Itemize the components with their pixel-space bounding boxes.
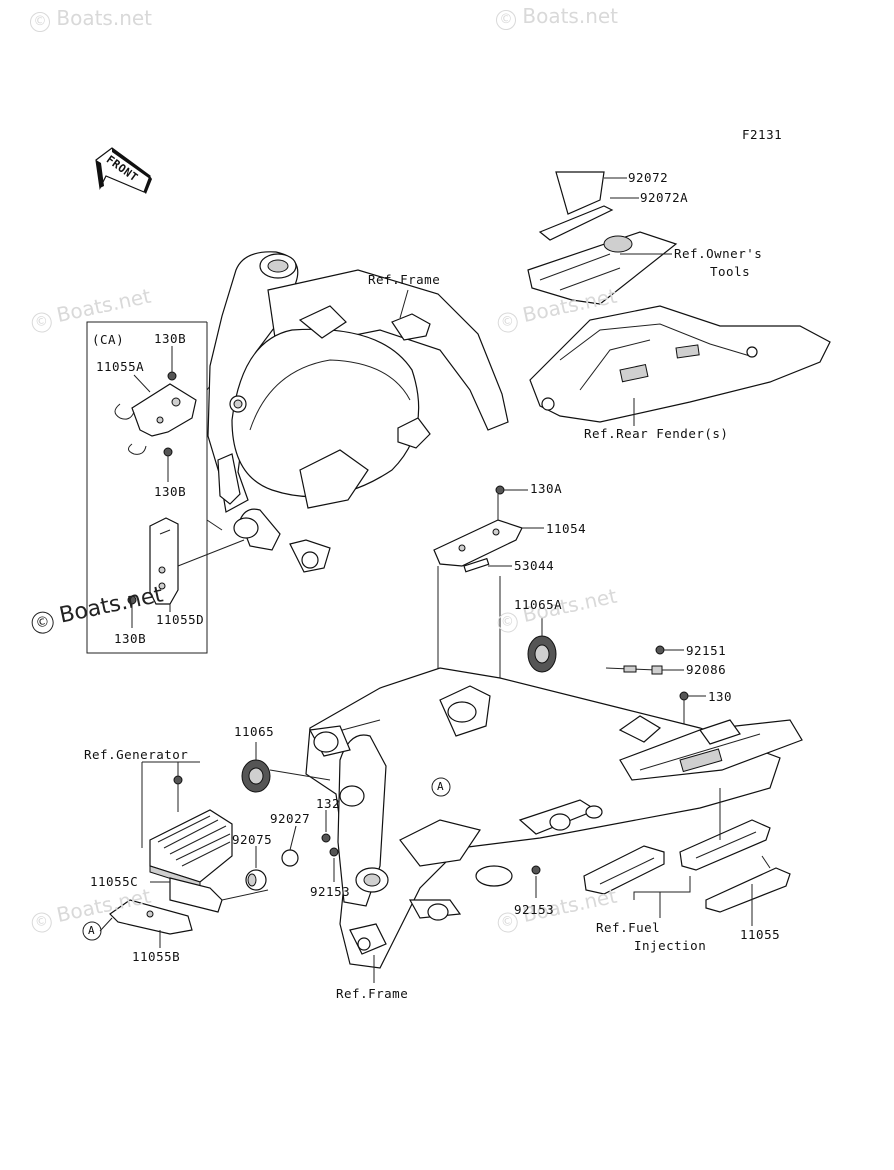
bracket-11055d [149,517,179,605]
ca-detail-box [86,321,208,654]
marker-a-frame [431,777,451,797]
label-92072a: 92072A [640,190,689,205]
label-ref-frame-top: Ref.Frame [368,272,441,287]
label-ref-fuel: Ref.Fuel [596,920,661,935]
bracket-11055b [109,899,193,935]
label-11055d: 11055D [156,612,205,627]
label-11065a: 11065A [514,597,563,612]
marker-a-bracket [82,921,102,941]
label-ref-owners-tools-2: Tools [710,264,751,279]
label-53044: 53044 [514,558,555,573]
label-ca: (CA) [92,332,125,347]
label-130b-mid: 130B [154,484,187,499]
fuel-injection-part-left [583,845,665,895]
bolt-132 [321,833,331,843]
label-11055a: 11055A [96,359,145,374]
label-130b-bot: 130B [114,631,147,646]
label-92027: 92027 [270,811,311,826]
label-11065: 11065 [234,724,275,739]
marker-a-frame-label: A [437,780,445,793]
label-ref-rear-fender: Ref.Rear Fender(s) [584,426,729,441]
watermark: © Boats.net [30,6,152,32]
rear-fender [529,305,831,423]
bracket-11055c [169,877,223,913]
label-92086: 92086 [686,662,727,677]
bracket-11055 [705,855,791,913]
label-92072: 92072 [628,170,669,185]
bolt-generator [173,775,183,785]
bolt-130b-mid [163,447,173,457]
collar-92027 [281,849,299,867]
tool-pouch [527,171,678,305]
label-130: 130 [708,689,733,704]
figure-code: F2131 [742,127,783,142]
label-11055: 11055 [740,927,781,942]
bolt-130b-top [167,371,177,381]
label-ref-owners-tools: Ref.Owner's [674,246,763,261]
label-132: 132 [316,796,341,811]
label-11055c: 11055C [90,874,139,889]
label-92153-right: 92153 [514,902,555,917]
label-11055b: 11055B [132,949,181,964]
upper-frame [207,251,509,573]
bolt-92153-right [531,865,541,875]
marker-a-bracket-label: A [88,924,96,937]
collar-53044 [463,557,490,573]
front-arrow-icon [95,147,152,194]
label-92153-left: 92153 [310,884,351,899]
bolt-130a [495,485,505,495]
label-11054: 11054 [546,521,587,536]
label-ref-generator: Ref.Generator [84,747,189,762]
label-ref-fuel-injection: Injection [634,938,707,953]
label-ref-frame-bottom: Ref.Frame [336,986,409,1001]
bracket-11054 [433,519,523,567]
grommet-11065 [241,759,271,793]
bracket-11055a [114,383,197,455]
label-92151: 92151 [686,643,727,658]
regulator [149,809,233,889]
fuel-injection-part-right [679,819,771,871]
watermark: © Boats.net [496,4,618,30]
bolt-92153-left [329,847,339,857]
label-92075: 92075 [232,832,273,847]
harness-92086 [605,665,663,675]
bolt-130 [679,691,689,701]
label-130b-top: 130B [154,331,187,346]
label-130a: 130A [530,481,563,496]
grommet-11065a [527,635,557,673]
lower-frame [305,667,803,969]
bolt-92151 [655,645,665,655]
